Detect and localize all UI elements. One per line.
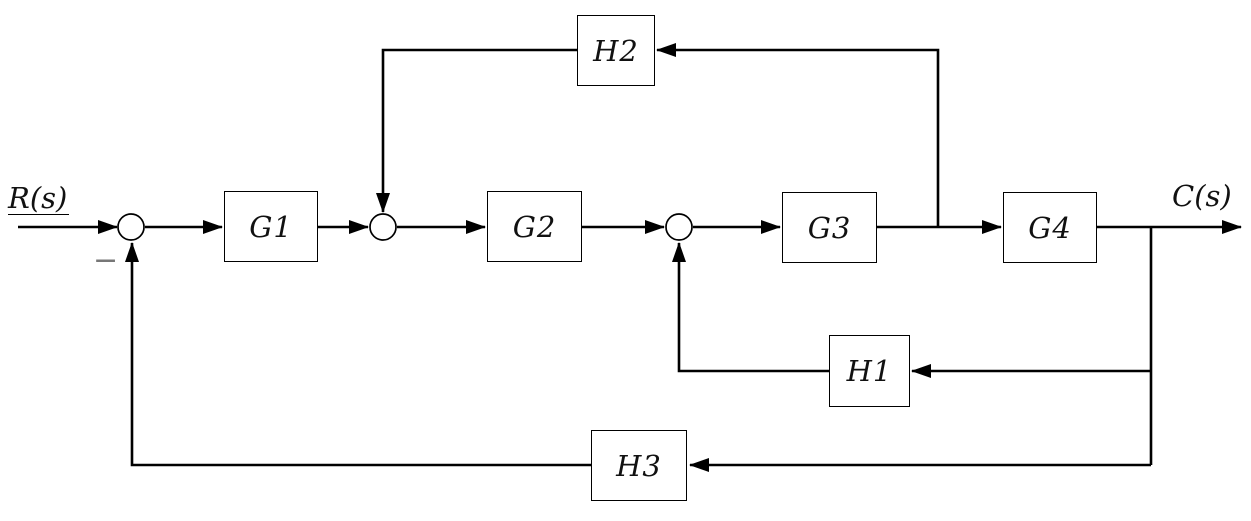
- input-signal-label: R(s): [8, 181, 70, 215]
- takeoff-to-h2-line: [656, 43, 940, 227]
- block-h3-label: H3: [616, 448, 662, 483]
- summing-junction-1: [117, 213, 145, 241]
- block-h1: H1: [829, 335, 910, 407]
- h3-to-sum1-line: [125, 242, 591, 467]
- h1-to-sum3-line: [672, 242, 829, 373]
- summing-junction-2: [369, 213, 397, 241]
- block-g2-label: G2: [512, 209, 557, 244]
- block-g1-label: G1: [249, 209, 293, 244]
- block-h3: H3: [591, 430, 687, 501]
- block-g2: G2: [487, 191, 582, 262]
- h2-to-sum2-line: [376, 48, 577, 213]
- block-g3: G3: [782, 192, 877, 263]
- block-g1: G1: [224, 191, 318, 262]
- sum1-minus-sign: −: [93, 243, 119, 278]
- block-g3-label: G3: [807, 210, 852, 245]
- block-g4: G4: [1003, 192, 1097, 263]
- block-h1-label: H1: [846, 354, 893, 388]
- block-h2: H2: [577, 15, 655, 86]
- summing-junction-3: [665, 213, 693, 241]
- output-signal-label: C(s): [1172, 179, 1232, 213]
- block-g4-label: G4: [1028, 210, 1072, 245]
- block-h2-label: H2: [593, 33, 639, 68]
